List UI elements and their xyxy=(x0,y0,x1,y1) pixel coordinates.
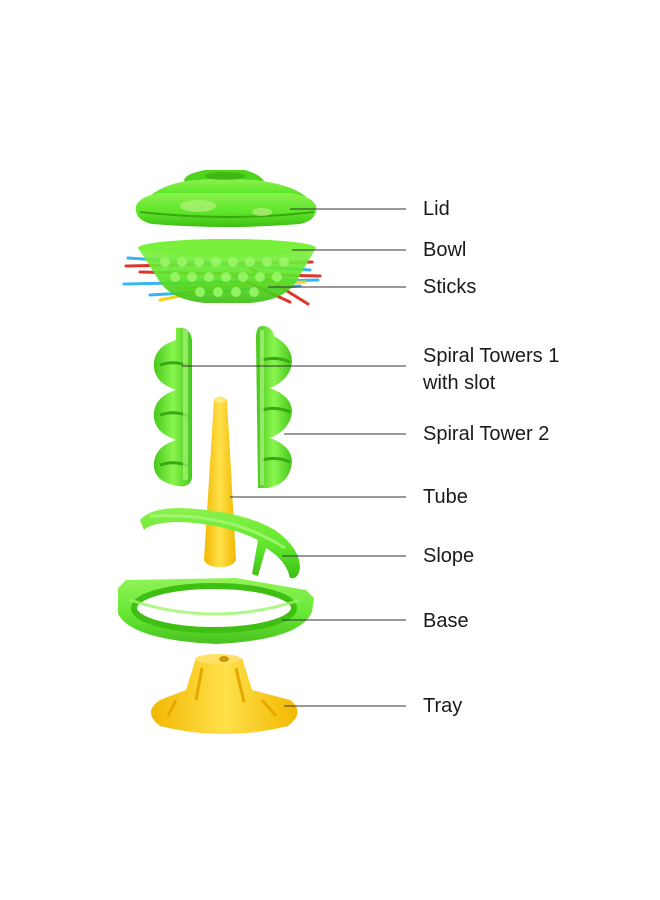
spiral-tower-2-part xyxy=(256,326,292,488)
label-tube: Tube xyxy=(423,486,468,508)
lid-part xyxy=(135,170,317,227)
label-lid: Lid xyxy=(423,198,450,220)
label-slope: Slope xyxy=(423,545,475,567)
tray-part xyxy=(151,654,298,734)
base-part xyxy=(118,578,314,644)
leader-lines xyxy=(182,208,406,707)
label-sticks: Sticks xyxy=(423,276,477,298)
label-bowl: Bowl xyxy=(423,239,467,261)
tube-part xyxy=(204,396,236,567)
label-base: Base xyxy=(423,610,469,632)
label-tray: Tray xyxy=(423,695,463,717)
slope-part xyxy=(140,508,300,579)
bowl-part xyxy=(138,239,316,303)
label-spiral-tower-1: Spiral Towers 1 with slot xyxy=(423,345,560,394)
spiral-tower-1-part xyxy=(153,327,192,487)
label-spiral-tower-2: Spiral Tower 2 xyxy=(423,423,550,445)
